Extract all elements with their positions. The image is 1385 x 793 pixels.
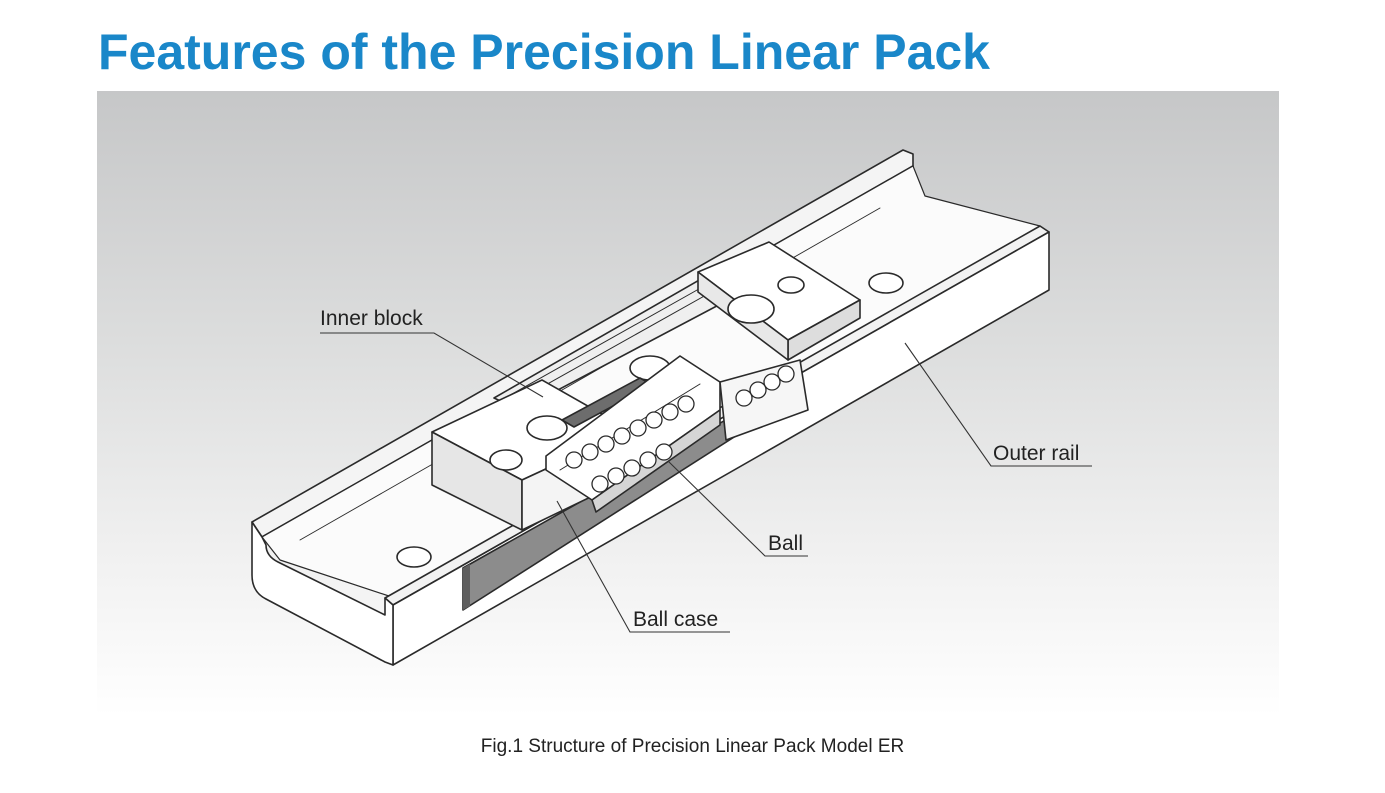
figure-caption: Fig.1 Structure of Precision Linear Pack…	[480, 736, 905, 757]
figure-panel: Inner block Outer rail Ball Ball case	[97, 91, 1279, 716]
label-outer-rail: Outer rail	[993, 442, 1079, 465]
label-ball-case: Ball case	[633, 608, 718, 631]
ball-row	[565, 365, 795, 493]
label-inner-block: Inner block	[320, 307, 423, 330]
linear-pack-drawing: Inner block Outer rail Ball Ball case	[251, 149, 1092, 666]
inner-block-shape	[431, 241, 861, 531]
page-title: Features of the Precision Linear Pack	[98, 24, 990, 80]
leader-lines	[320, 332, 1092, 633]
label-ball: Ball	[768, 532, 803, 555]
